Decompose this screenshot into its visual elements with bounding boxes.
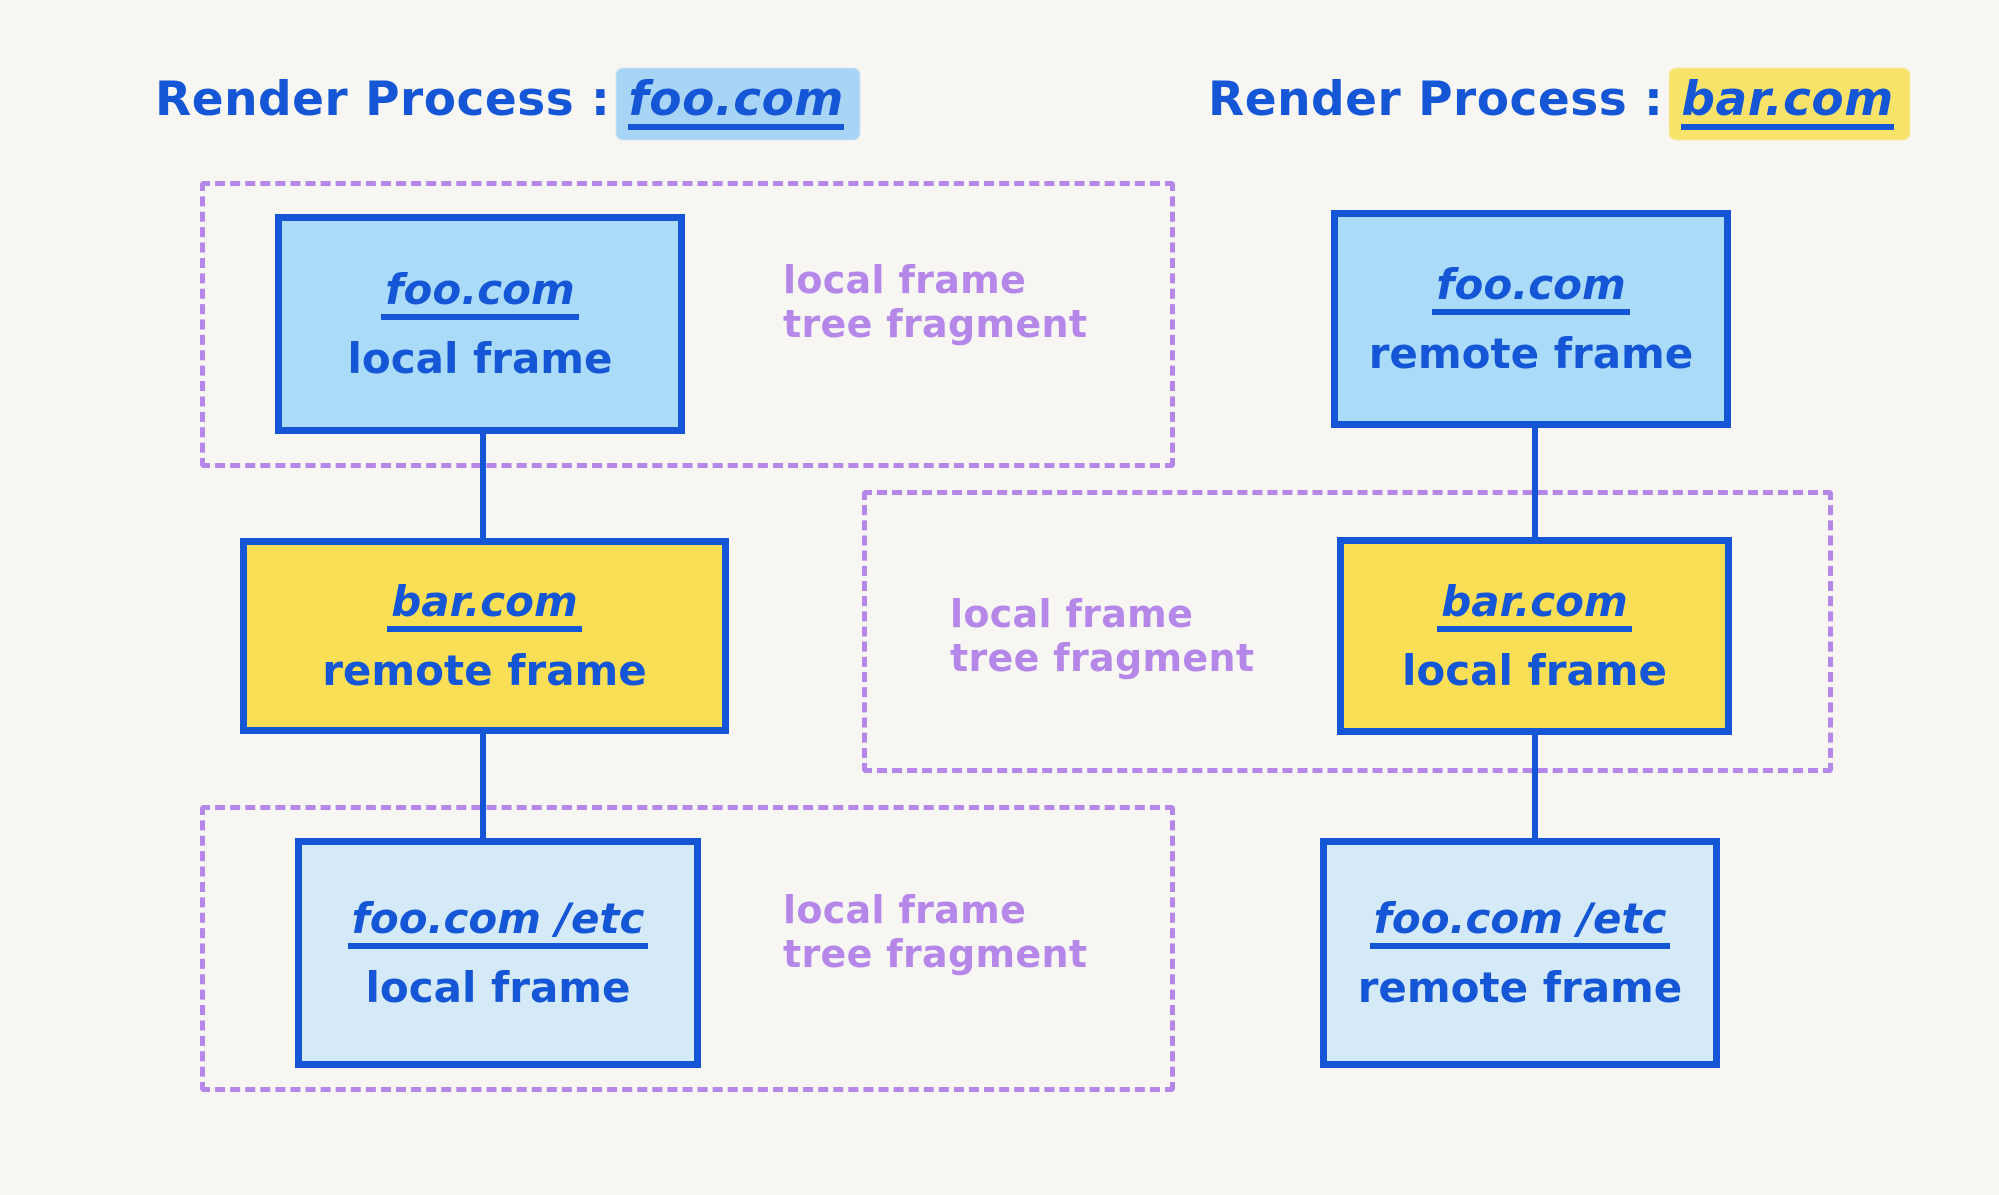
frame-box-left-foo-local[interactable]: foo.com local frame: [275, 214, 685, 434]
frame-kind: remote frame: [1368, 329, 1694, 378]
frame-kind: local frame: [1401, 646, 1668, 695]
connector-left-2-3: [480, 729, 486, 841]
frame-box-left-bar-remote[interactable]: bar.com remote frame: [240, 538, 729, 734]
frame-kind: local frame: [365, 963, 631, 1012]
frame-kind: remote frame: [322, 646, 647, 695]
frame-url: foo.com: [381, 266, 579, 320]
frame-kind: local frame: [347, 334, 613, 383]
fragment-region-center: [862, 490, 1833, 773]
fragment-label-left-bottom: local frame tree fragment: [783, 888, 1088, 977]
connector-right-1-2: [1532, 424, 1538, 542]
connector-left-1-2: [480, 432, 486, 542]
process-title-right-host-wrap: bar.com: [1669, 68, 1910, 140]
frame-url: foo.com /etc: [347, 895, 649, 949]
frame-box-right-foo-remote[interactable]: foo.com remote frame: [1331, 210, 1731, 428]
connector-right-2-3: [1532, 729, 1538, 841]
process-title-left-label: Render Process :: [155, 72, 611, 127]
fragment-region-left-bottom: [200, 805, 1175, 1092]
process-title-left-host-wrap: foo.com: [616, 68, 860, 140]
process-title-left-host: foo.com: [628, 76, 844, 130]
frame-url: foo.com /etc: [1369, 895, 1671, 949]
process-title-left: Render Process : foo.com: [155, 68, 860, 140]
process-title-right: Render Process : bar.com: [1208, 68, 1910, 140]
fragment-label-left-top: local frame tree fragment: [783, 258, 1088, 347]
frame-box-left-fooetc-local[interactable]: foo.com /etc local frame: [295, 838, 701, 1068]
frame-box-right-fooetc-remote[interactable]: foo.com /etc remote frame: [1320, 838, 1720, 1068]
frame-box-right-bar-local[interactable]: bar.com local frame: [1337, 537, 1732, 735]
process-title-right-host: bar.com: [1681, 76, 1894, 130]
frame-url: bar.com: [1437, 578, 1632, 632]
fragment-label-center: local frame tree fragment: [950, 592, 1255, 681]
process-title-right-label: Render Process :: [1208, 72, 1664, 127]
frame-url: bar.com: [387, 578, 582, 632]
frame-url: foo.com: [1432, 261, 1630, 315]
frame-kind: remote frame: [1357, 963, 1683, 1012]
fragment-region-left-top: [200, 181, 1175, 468]
